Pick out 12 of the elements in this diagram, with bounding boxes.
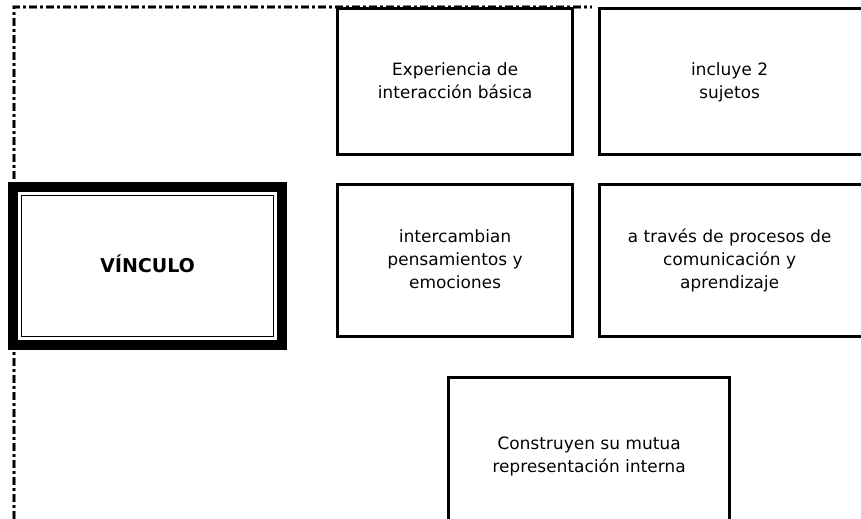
double-border-box <box>8 182 287 350</box>
node-text: incluye 2 sujetos <box>690 58 770 104</box>
text-box <box>336 183 574 338</box>
node-text: Experiencia de interacción básica <box>376 58 534 104</box>
text-box <box>447 376 731 519</box>
node-text: Construyen su mutua representación interna <box>491 433 687 479</box>
text-box <box>598 183 861 338</box>
node-text: intercambian pensamientos y emociones <box>386 226 524 295</box>
node-text: a través de procesos de comunicación y aprendizaje <box>627 226 832 295</box>
text-box <box>598 7 861 156</box>
node-text: VÍNCULO <box>100 255 195 277</box>
text-box <box>336 7 574 156</box>
